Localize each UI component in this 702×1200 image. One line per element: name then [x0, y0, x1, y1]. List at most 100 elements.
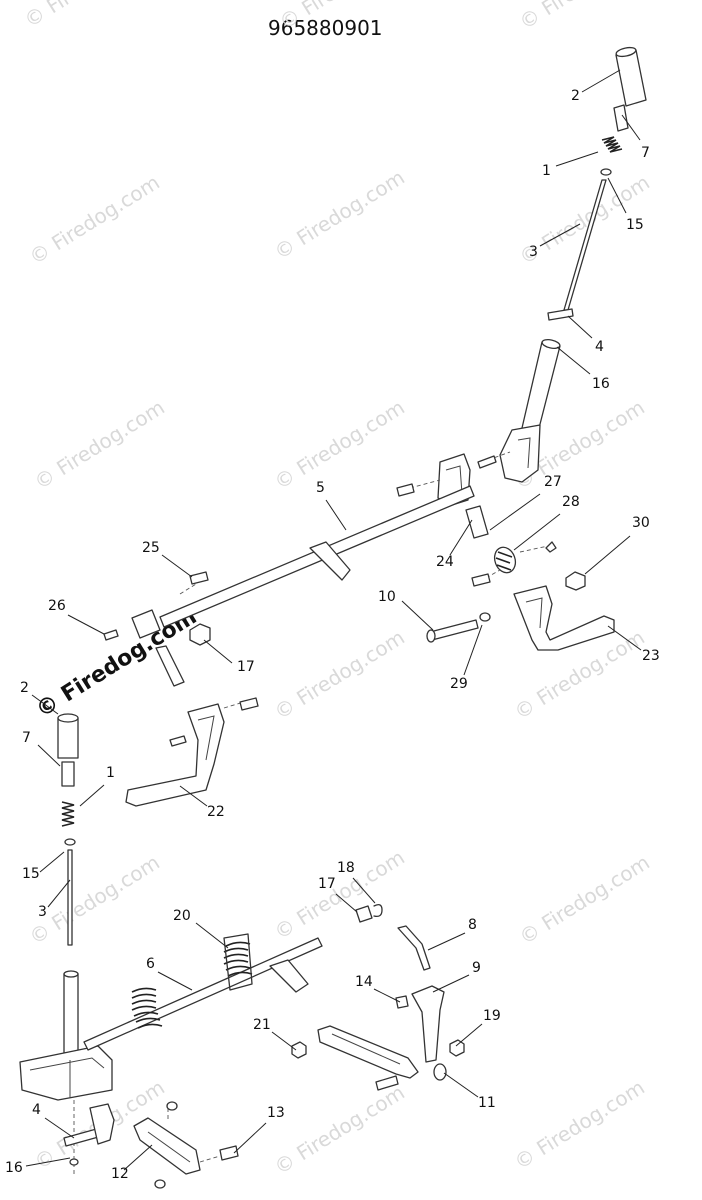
- callout-2: 2: [20, 680, 59, 715]
- clip-part: [355, 905, 373, 923]
- watermark: © Firedog.com: [270, 165, 409, 264]
- upper-lever-assembly: [103, 46, 647, 807]
- callout-number: 24: [436, 554, 454, 570]
- leader-line: [513, 513, 561, 551]
- sleeve-part: [613, 104, 629, 132]
- nut-part: [189, 623, 211, 646]
- watermark: © Firedog.com: [270, 625, 409, 724]
- bracket-part: [411, 985, 445, 1063]
- washer-part: [600, 168, 612, 176]
- callout-1: 1: [79, 765, 115, 807]
- leader-line: [233, 1122, 267, 1154]
- watermark: © Firedog.com: [510, 1075, 649, 1174]
- callout-1: 1: [542, 151, 599, 179]
- callout-7: 7: [22, 730, 61, 767]
- spring-part: [61, 801, 75, 827]
- leader-line: [195, 922, 229, 949]
- leader-line: [203, 639, 233, 664]
- leader-line: [39, 851, 65, 873]
- callout-number: 5: [316, 480, 325, 496]
- bushing-part: [465, 505, 489, 539]
- leader-line: [79, 784, 105, 807]
- grip-tube-part: [521, 339, 561, 433]
- leader-line: [67, 614, 105, 635]
- callout-number: 7: [641, 145, 650, 161]
- callout-5: 5: [316, 480, 347, 531]
- callout-12: 12: [111, 1144, 153, 1182]
- leader-line: [157, 971, 193, 991]
- callout-13: 13: [233, 1105, 285, 1154]
- callout-3: 3: [38, 879, 71, 920]
- leader-line: [607, 177, 627, 214]
- leader-line: [581, 69, 621, 93]
- leader-line: [325, 499, 347, 531]
- callout-22: 22: [179, 785, 225, 820]
- callout-25: 25: [142, 540, 193, 578]
- callout-27: 27: [489, 474, 562, 531]
- callout-16: 16: [5, 1157, 71, 1176]
- lever-bracket: [19, 1045, 113, 1101]
- grip-tube-part: [63, 970, 79, 1059]
- watermark: © Firedog.com: [30, 395, 169, 494]
- callout-number: 25: [142, 540, 160, 556]
- leader-line: [25, 1157, 71, 1167]
- leader-line: [373, 988, 401, 1003]
- part-number-title: 965880901: [268, 16, 383, 40]
- leader-line: [123, 1144, 153, 1171]
- callout-24: 24: [436, 519, 473, 570]
- callout-17: 17: [203, 639, 255, 675]
- callout-4: 4: [567, 315, 604, 355]
- callout-14: 14: [355, 974, 401, 1003]
- leader-line: [555, 151, 599, 167]
- bolt-part: [219, 1145, 239, 1161]
- main-shaft: [159, 485, 475, 628]
- leader-line: [271, 1031, 297, 1051]
- callout-number: 22: [207, 804, 225, 820]
- callout-number: 21: [253, 1017, 271, 1033]
- hook-part: [373, 904, 383, 918]
- nut-part: [565, 571, 586, 591]
- callout-number: 1: [542, 163, 551, 179]
- spring-part: [601, 136, 623, 153]
- leader-line: [443, 1072, 479, 1098]
- callout-number: 20: [173, 908, 191, 924]
- callout-number: 13: [267, 1105, 285, 1121]
- leader-line: [427, 932, 466, 951]
- callout-number: 17: [237, 659, 255, 675]
- callout-16: 16: [556, 346, 610, 392]
- bolt-part: [429, 619, 479, 641]
- callout-number: 12: [111, 1166, 129, 1182]
- callout-19: 19: [455, 1008, 501, 1047]
- callout-number: 7: [22, 730, 31, 746]
- watermark: © Firedog.com: [270, 1080, 409, 1179]
- right-pedal-part: [513, 585, 615, 651]
- leader-line: [44, 1117, 75, 1139]
- sleeve-part: [61, 761, 75, 787]
- pin-part: [547, 308, 574, 321]
- leader-line: [449, 519, 473, 556]
- lever-bracket: [499, 424, 541, 483]
- callout-number: 1: [106, 765, 115, 781]
- callout-number: 18: [337, 860, 355, 876]
- link-plate-part: [317, 1025, 419, 1079]
- callout-number: 15: [22, 866, 40, 882]
- link-part: [155, 645, 185, 687]
- nut-part: [291, 1041, 307, 1059]
- callout-18: 18: [337, 860, 376, 904]
- leader-line: [539, 223, 581, 247]
- knob-part: [57, 713, 79, 759]
- leader-line: [621, 114, 641, 141]
- callout-number: 8: [468, 917, 477, 933]
- callout-17: 17: [318, 876, 358, 913]
- leader-line: [179, 785, 208, 807]
- leader-line: [335, 893, 358, 913]
- spring-part: [223, 933, 253, 991]
- bushing-part: [433, 1063, 447, 1081]
- callout-number: 28: [562, 494, 580, 510]
- leader-line: [556, 346, 591, 375]
- callout-15: 15: [607, 177, 644, 233]
- callout-11: 11: [443, 1072, 496, 1111]
- callout-2: 2: [571, 69, 621, 104]
- callout-21: 21: [253, 1017, 297, 1051]
